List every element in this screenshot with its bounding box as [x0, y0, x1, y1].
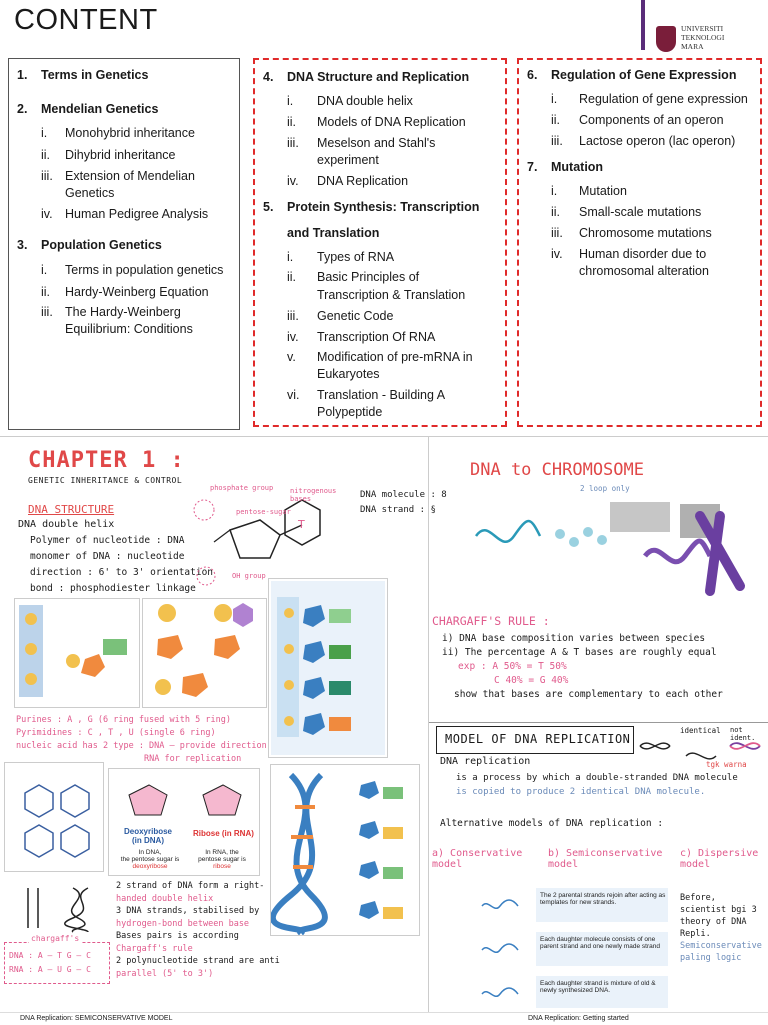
strand-fact: Bases pairs is according: [116, 931, 239, 941]
rule-line: C 40% = G 40%: [494, 675, 569, 686]
section-divider: [0, 436, 768, 437]
chapter-subtitle: GENETIC INHERITANCE & CONTROL: [28, 476, 183, 485]
double-helix-figure: [270, 764, 420, 936]
model-title: MODEL OF DNA REPLICATION: [445, 732, 631, 746]
definition-line: is copied to produce 2 identical DNA mol…: [456, 787, 706, 797]
rule-line: show that bases are complementary to eac…: [454, 689, 723, 700]
nitrogenous-bases-label: nitrogenous bases: [290, 487, 337, 503]
column-divider: [428, 436, 429, 1016]
bullet-line: Polymer of nucleotide : DNA: [30, 535, 185, 546]
before-scientist-note: Before, scientist bgi 3 theory of DNA Re…: [680, 893, 757, 939]
model-a: a) Conservative model: [432, 848, 523, 870]
phosphate-group-label: phosphate group: [210, 484, 274, 492]
chargaff-rna: RNA : A – U G – C: [9, 965, 91, 974]
chargaff-box-title: chargaff's: [29, 934, 82, 943]
condensation-reaction-figure: [142, 598, 267, 708]
dna-double-helix-note: DNA double helix: [18, 519, 115, 530]
strand-fact: parallel (5' to 3'): [116, 968, 214, 979]
rule-line: exp : A 50% = T 50%: [458, 661, 567, 672]
dna-replication-definition: is a process by which a double-stranded …: [456, 771, 738, 799]
logo-shield-icon: [656, 26, 676, 52]
strand-fact: 2 polynucleotide strand are anti: [116, 956, 280, 966]
logo-line-2: TEKNOLOGI: [681, 33, 725, 42]
base-pairing-figure: [4, 762, 104, 872]
nucleotide-structure-figure: [14, 598, 140, 708]
nucleic-acid-note: nucleic acid has 2 type : DNA – provide …: [16, 741, 267, 751]
strand-facts: 2 strand of DNA form a right- handed dou…: [116, 880, 280, 980]
loop-only-note: 2 loop only: [580, 484, 630, 493]
nucleic-acid-note-2: RNA for replication: [144, 754, 242, 764]
page-title: CONTENT: [14, 4, 158, 36]
university-logo: UNIVERSITI TEKNOLOGI MARA: [656, 22, 764, 58]
model-title-box: MODEL OF DNA REPLICATION: [436, 726, 634, 754]
footer-left: DNA Replication: SEMICONSERVATIVE MODEL: [20, 1015, 173, 1022]
chargaff-box: chargaff's DNA : A – T G – C RNA : A – U…: [4, 934, 110, 984]
strand-fact: 2 strand of DNA form a right-: [116, 881, 265, 891]
contents-box-3: 6.Regulation of Gene Expression i.Regula…: [517, 58, 762, 427]
logo-line-3: MARA: [681, 42, 704, 51]
svg-text:T: T: [297, 518, 305, 531]
semiconservative-desc: Each daughter molecule consists of one p…: [540, 936, 660, 950]
strand-fact: hydrogen-bond between base: [116, 918, 250, 929]
bullet-line: monomer of DNA : nucleotide: [30, 551, 185, 562]
not-identical-label: not ident.: [730, 726, 756, 742]
pyrimidines-note: Pyrimidines : C , T , U (single 6 ring): [16, 728, 216, 738]
section-divider-right: [428, 722, 768, 723]
model-b: b) Semiconservative model: [548, 848, 663, 870]
dna-to-chromosome-title: DNA to CHROMOSOME: [470, 460, 644, 480]
tgk-warna-note: tgk warna: [706, 760, 747, 769]
pentose-sugar-label: pentose-sugar: [236, 508, 291, 516]
model-c: c) Dispersive model: [680, 848, 759, 870]
chapter-title: CHAPTER 1 :: [28, 448, 185, 473]
logo-line-1: UNIVERSITI: [681, 24, 724, 33]
dna-structure-heading: DNA STRUCTURE: [28, 503, 115, 516]
dispersive-desc: Each daughter strand is mixture of old &…: [540, 980, 656, 994]
replication-models-figure: The 2 parental strands rejoin after acti…: [432, 878, 672, 1010]
strand-fact: handed double helix: [116, 893, 214, 904]
contents-box-2: 4.DNA Structure and Replication i.DNA do…: [253, 58, 507, 427]
purines-note: Purines : A , G (6 ring fused with 5 rin…: [16, 715, 231, 725]
definition-line: is a process by which a double-stranded …: [456, 773, 738, 783]
chromatin-packing-figure: [470, 496, 762, 608]
sugar-comparison-figure: Deoxyribose(in DNA) Ribose (in RNA) In D…: [108, 768, 260, 876]
footer-right: DNA Replication: Getting started: [528, 1015, 629, 1022]
bullet-line: bond : phosphodiester linkage: [30, 583, 196, 594]
base-notes: Purines : A , G (6 ring fused with 5 rin…: [16, 714, 267, 766]
rule-line: ii) The percentage A & T bases are rough…: [442, 647, 717, 658]
conservative-desc: The 2 parental strands rejoin after acti…: [540, 892, 666, 906]
bullet-line: direction : 6' to 3' orientation: [30, 567, 214, 578]
dna-molecule-note: DNA molecule : 8: [360, 490, 447, 500]
strand-fact: Chargaff's rule: [116, 943, 193, 954]
contents-box-1: 1.Terms in Genetics 2.Mendelian Genetics…: [8, 58, 240, 430]
identical-label: identical: [680, 726, 721, 735]
strand-fact: 3 DNA strands, stabilised by: [116, 906, 260, 916]
sugar-phosphate-backbone-figure: [268, 578, 388, 758]
dna-structure-bullets: Polymer of nucleotide : DNA monomer of D…: [30, 533, 213, 597]
chargaff-rule-title: CHARGAFF'S RULE :: [432, 614, 550, 628]
rule-line: i) DNA base composition varies between s…: [442, 633, 706, 644]
deoxyribose-label: Deoxyribose(in DNA): [123, 827, 173, 845]
chargaff-rule-lines: i) DNA base composition varies between s…: [442, 632, 723, 702]
footer-strip: DNA Replication: SEMICONSERVATIVE MODEL …: [0, 1012, 768, 1025]
dna-replication-heading: DNA replication: [440, 756, 531, 767]
three-models-heading: Alternative models of DNA replication :: [440, 818, 664, 829]
header-divider: [641, 0, 645, 50]
dna-strand-note: DNA strand : §: [360, 505, 436, 515]
ribose-label: Ribose (in RNA): [193, 829, 254, 838]
helix-icons: [639, 742, 761, 760]
semiconservative-logic-note: Semiconservative paling logic: [680, 941, 762, 963]
chargaff-dna: DNA : A – T G – C: [9, 951, 91, 960]
helix-sketch: [27, 887, 89, 933]
nucleotide-sketch: T: [193, 499, 321, 586]
oh-group-label: OH group: [232, 572, 266, 580]
